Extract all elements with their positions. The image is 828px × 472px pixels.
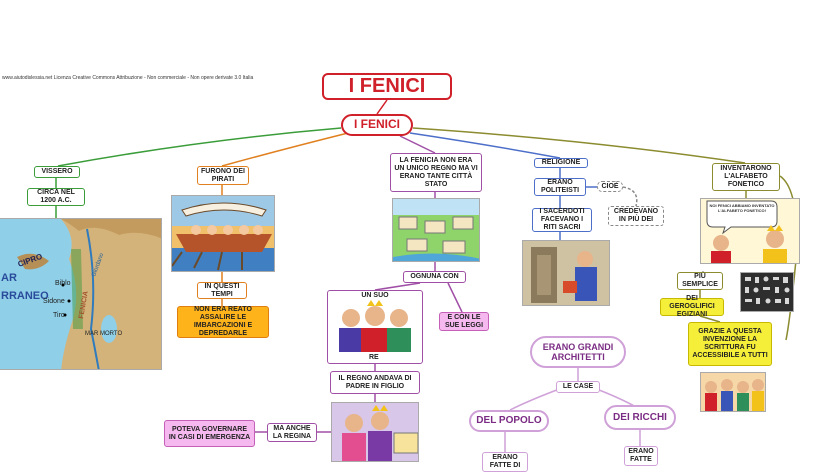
priests-image bbox=[522, 240, 610, 306]
map-label-rraneo: RRANEO bbox=[1, 290, 49, 302]
royal-family-image bbox=[331, 402, 419, 462]
map-label-tiro: Tiro bbox=[53, 312, 65, 319]
node-cioe: CIOÈ bbox=[597, 181, 623, 192]
hieroglyphs-image bbox=[740, 272, 794, 312]
page-title: I FENICI bbox=[322, 73, 452, 100]
map-phoenicia-image: CIPRO AR RRANEO Biblo Sidone Tiro FENICI… bbox=[0, 218, 162, 370]
people-reading-image bbox=[700, 372, 766, 412]
node-dei-ricchi: DEI RICCHI bbox=[604, 405, 676, 430]
node-grazie-invenzione: GRAZIE A QUESTA INVENZIONE LA SCRITTURA … bbox=[688, 322, 772, 366]
node-e-con-le-sue-leggi: E CON LE SUE LEGGI bbox=[439, 312, 489, 331]
node-non-era-reato: NON ERA REATO ASSALIRE LE IMBARCAZIONI E… bbox=[177, 306, 269, 338]
node-poteva-governare: POTEVA GOVERNARE IN CASI DI EMERGENZA bbox=[164, 420, 255, 447]
node-ognuna-con: OGNUNA CON bbox=[403, 271, 466, 283]
alphabet-comic-image: NOI FENICI ABBIAMO INVENTATO L'ALFABETO … bbox=[700, 198, 800, 264]
license-credit: www.aiutodislessia.net Licenza Creative … bbox=[2, 75, 254, 81]
node-erano-fatte: ERANO FATTE bbox=[624, 446, 658, 466]
node-fenicia-citta-stato: LA FENICIA NON ERA UN UNICO REGNO MA VI … bbox=[390, 153, 482, 192]
map-label-ar: AR bbox=[1, 272, 17, 284]
node-in-questi-tempi: IN QUESTI TEMPI bbox=[197, 282, 247, 299]
map-label-sidone: Sidone bbox=[43, 298, 65, 305]
node-vissero: VISSERO bbox=[34, 166, 80, 178]
node-circa-1200: CIRCA NEL 1200 A.C. bbox=[27, 188, 85, 206]
node-furono-pirati: FURONO DEI PIRATI bbox=[197, 166, 249, 185]
node-credevano-piu-dei: CREDEVANO IN PIÙ DEI bbox=[608, 206, 664, 226]
city-states-image bbox=[392, 198, 480, 262]
central-node: I FENICI bbox=[341, 114, 413, 136]
node-erano-grandi-architetti: ERANO GRANDI ARCHITETTI bbox=[530, 336, 626, 368]
node-erano-fatte-di: ERANO FATTE DI bbox=[482, 452, 528, 472]
node-le-case: LE CASE bbox=[556, 381, 600, 393]
node-del-popolo: DEL POPOLO bbox=[469, 410, 549, 432]
node-erano-politeisti: ERANO POLITEISTI bbox=[534, 178, 586, 196]
comic-speech-bubble: NOI FENICI ABBIAMO INVENTATO L'ALFABETO … bbox=[709, 203, 775, 213]
node-ma-anche-la-regina: MA ANCHE LA REGINA bbox=[267, 423, 317, 442]
map-label-fenicia: FENICIA bbox=[78, 291, 90, 320]
node-dei-geroglifici-egiziani: DEI GEROGLIFICI EGIZIANI bbox=[660, 295, 724, 318]
node-piu-semplice: PIÙ SEMPLICE bbox=[677, 272, 723, 290]
map-label-biblo: Biblo bbox=[55, 280, 71, 287]
kings-image bbox=[333, 300, 417, 352]
node-sacerdoti-riti: I SACERDOTI FACEVANO I RITI SACRI bbox=[532, 208, 592, 232]
node-regno-padre-figlio: IL REGNO ANDAVA DI PADRE IN FIGLIO bbox=[330, 371, 420, 394]
re-label: RE bbox=[369, 354, 379, 361]
node-religione: RELIGIONE bbox=[534, 158, 588, 168]
map-label-mar-morto: MAR MORTO bbox=[85, 331, 122, 337]
pirate-ship-image bbox=[171, 195, 275, 272]
node-inventarono-alfabeto: INVENTARONO L'ALFABETO FONETICO bbox=[712, 163, 780, 191]
